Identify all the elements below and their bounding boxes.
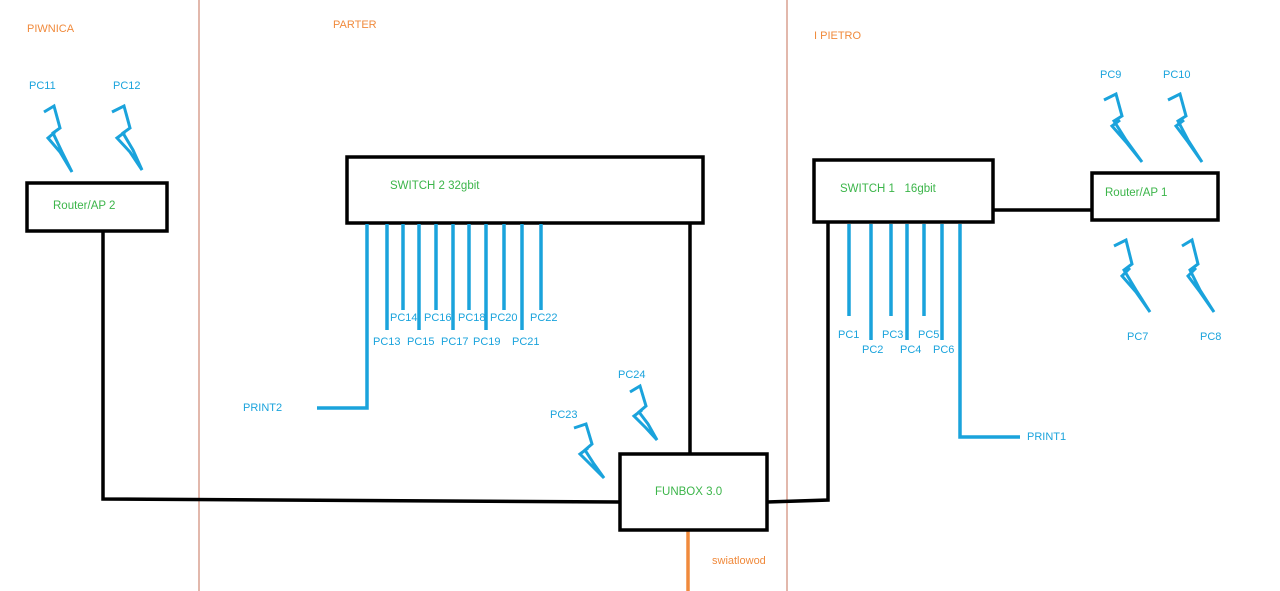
- wireless-bolt-icon-pc23: [573, 422, 606, 480]
- router-ap1-box: [1090, 171, 1220, 222]
- switch2-ports: [317, 224, 543, 410]
- wireless-bolt-icon-pc24: [629, 383, 659, 442]
- funbox-label: FUNBOX 3.0: [655, 486, 723, 498]
- switch1-ports: [847, 224, 1020, 439]
- cable-print1: [958, 224, 1020, 439]
- floor-label-ground: PARTER: [333, 19, 377, 31]
- pc17-label: PC17: [441, 336, 469, 348]
- pc15-label: PC15: [407, 336, 435, 348]
- switch1-box: [812, 158, 995, 224]
- pc14-label: PC14: [390, 312, 418, 324]
- fiber-label: swiatlowod: [712, 555, 766, 567]
- pc2-label: PC2: [862, 344, 884, 356]
- wireless-bolt-icon-pc9: [1103, 91, 1144, 163]
- print2-label: PRINT2: [243, 402, 283, 414]
- pc4-label: PC4: [900, 344, 922, 356]
- wireless-bolt-icon-pc11: [43, 103, 74, 173]
- print1-label: PRINT1: [1027, 431, 1067, 443]
- pc16-label: PC16: [424, 312, 452, 324]
- pc18-label: PC18: [458, 312, 486, 324]
- pc6-label: PC6: [933, 344, 955, 356]
- router-ap1-label: Router/AP 1: [1105, 187, 1168, 199]
- wireless-bolt-icon-pc10: [1167, 91, 1204, 163]
- switch1-label: SWITCH 1 16gbit: [840, 183, 936, 195]
- pc23-label: PC23: [550, 409, 578, 421]
- floor-label-first: I PIETRO: [814, 30, 862, 42]
- pc1-label: PC1: [838, 329, 860, 341]
- wireless-icons: [43, 91, 1216, 480]
- floor-label-basement: PIWNICA: [27, 23, 75, 35]
- cable-router2-funbox: [101, 230, 621, 504]
- pc8-label: PC8: [1200, 331, 1222, 343]
- wireless-bolt-icon-pc12: [111, 103, 144, 171]
- pc10-label: PC10: [1163, 69, 1191, 81]
- switch2-box: [345, 155, 705, 225]
- pc22-label: PC22: [530, 312, 558, 324]
- pc19-label: PC19: [473, 336, 501, 348]
- backbone-cables: [101, 208, 1092, 504]
- cable-funbox-switch1: [766, 222, 830, 504]
- pc11-label: PC11: [29, 80, 56, 92]
- wireless-bolt-icon-pc8: [1181, 237, 1216, 313]
- pc20-label: PC20: [490, 312, 518, 324]
- pc12-label: PC12: [113, 80, 141, 92]
- pc21-label: PC21: [512, 336, 540, 348]
- cable-print2: [317, 224, 369, 410]
- pc3-label: PC3: [882, 329, 904, 341]
- wireless-bolt-icon-pc7: [1113, 237, 1152, 313]
- pc13-label: PC13: [373, 336, 401, 348]
- pc24-label: PC24: [618, 369, 646, 381]
- pc7-label: PC7: [1127, 331, 1149, 343]
- pc9-label: PC9: [1100, 69, 1122, 81]
- funbox-box: [618, 452, 769, 532]
- pc5-label: PC5: [918, 329, 940, 341]
- switch2-label: SWITCH 2 32gbit: [390, 180, 480, 192]
- device-boxes: [25, 155, 1220, 532]
- router-ap2-label: Router/AP 2: [53, 200, 116, 212]
- router-ap2-box: [25, 181, 169, 233]
